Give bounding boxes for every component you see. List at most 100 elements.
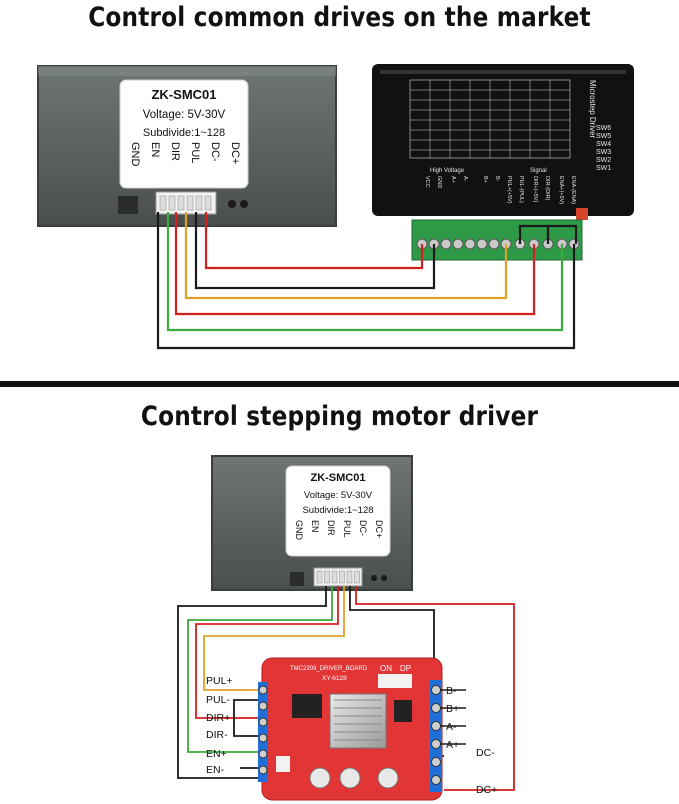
module-name: ZK-SMC01 <box>151 87 216 102</box>
module-voltage-bottom: Voltage: 5V-30V <box>304 490 373 501</box>
signal-label: Signal <box>530 168 547 174</box>
wire-en <box>166 212 564 332</box>
board-left-pin-label: PUL- <box>206 694 230 706</box>
wire-dc-plus-bottom <box>355 586 515 791</box>
left-terminal-screw <box>258 733 268 743</box>
board-right-pin-label: A+ <box>446 739 459 751</box>
dip-switch-label: SW1 <box>596 165 611 172</box>
module-pin-label: PUL <box>189 142 201 163</box>
controller-module-bottom: ZK-SMC01 Voltage: 5V-30V Subdivide:1~128… <box>211 455 413 591</box>
module-label-card <box>119 79 249 189</box>
bottom-title: Control stepping motor driver <box>140 401 539 432</box>
terminal-label: GND <box>436 176 442 188</box>
power-plus-label: DC+ <box>476 784 497 796</box>
module-voltage: Voltage: 5V-30V <box>143 109 226 121</box>
high-voltage-label: High Voltage <box>430 168 465 174</box>
module-subdivide-bottom: Subdivide:1~128 <box>302 505 373 516</box>
board-right-pin-label: A- <box>446 721 457 733</box>
right-terminal-screw <box>431 739 441 749</box>
module-pin-label: EN <box>149 142 161 157</box>
terminal-label: ENA-(ENA) <box>570 176 576 204</box>
wire-dc-minus <box>194 212 436 290</box>
driver-brand: Microstep Driver <box>588 80 597 139</box>
terminal-label: ENA+(+5V) <box>558 176 564 204</box>
module-name-bottom: ZK-SMC01 <box>310 472 365 484</box>
terminal-label: A- <box>462 176 468 182</box>
terminal-label: A+ <box>450 176 456 183</box>
section-divider <box>0 381 679 387</box>
terminal-screw <box>488 238 500 250</box>
right-terminal-screw <box>431 703 441 713</box>
wire-pul <box>184 212 508 300</box>
dip-switch-label: SW5 <box>596 133 611 140</box>
left-terminal-block <box>258 682 268 782</box>
terminal-screw <box>476 238 488 250</box>
left-terminal-screw <box>258 749 268 759</box>
dip-dp-label: DP <box>400 664 411 673</box>
terminal-label: B+ <box>482 176 488 183</box>
module-pin-label-bottom: DC- <box>358 520 368 536</box>
controller-module-top: ZK-SMC01 Voltage: 5V-30V Subdivide:1~128… <box>37 65 337 227</box>
dip-on-label: ON <box>380 664 392 673</box>
board-left-pin-labels: PUL+ PUL- DIR+ DIR- EN+ EN- <box>206 675 233 776</box>
board-model: XY-6128 <box>322 675 347 682</box>
module-pin-label: DC- <box>209 142 221 162</box>
module-pin-label-bottom: PUL <box>342 520 352 538</box>
left-terminal-screw <box>258 717 268 727</box>
module-pin-label-bottom: EN <box>310 520 320 533</box>
left-terminal-screw <box>258 701 268 711</box>
left-terminal-screw <box>258 765 268 775</box>
module-pin-label: GND <box>129 142 141 167</box>
right-terminal-screw <box>431 721 441 731</box>
driver-terminal-block <box>411 219 583 261</box>
module-pin-label-bottom: DC+ <box>374 520 384 538</box>
dip-switch-label: SW4 <box>596 141 611 148</box>
dip-switch <box>378 674 412 688</box>
board-name: TMC2209_DRIVER_BOARD <box>290 666 368 672</box>
board-right-pin-label: B+ <box>446 703 459 715</box>
wire-gnd-bottom <box>177 586 327 779</box>
module-pin-label-bottom: DIR <box>326 520 336 536</box>
module-pin-label: DIR <box>169 142 181 161</box>
wire-dir-bottom <box>195 586 339 719</box>
dip-switch-label: SW3 <box>596 149 611 156</box>
board-left-pin-label: DIR- <box>206 729 228 741</box>
board-left-pin-label: DIR+ <box>206 712 230 724</box>
terminal-label: VCC <box>424 176 430 188</box>
right-terminal-screw <box>431 775 441 785</box>
heatsink <box>329 693 387 749</box>
board-right-pin-labels: B- B+ A- A+ <box>446 685 459 751</box>
wire-en-bottom <box>187 586 333 753</box>
module-pin-labels: GND EN DIR PUL DC- DC+ <box>129 142 241 167</box>
board-right-pin-label: B- <box>446 685 457 697</box>
top-title: Control common drives on the market <box>88 2 591 33</box>
module-pin-labels-bottom: GND EN DIR PUL DC- DC+ <box>294 520 384 541</box>
terminal-label: PUL+(+5V) <box>506 176 512 204</box>
driver-led <box>576 208 588 220</box>
terminal-label: DIR-(DIR) <box>544 176 550 201</box>
terminal-screw <box>452 238 464 250</box>
tmc-driver-board: TMC2209_DRIVER_BOARD XY-6128 ON DP <box>258 657 443 801</box>
module-subdivide: Subdivide:1~128 <box>143 127 225 139</box>
terminal-screw <box>440 238 452 250</box>
module-pin-label: DC+ <box>229 142 241 164</box>
left-terminal-screw <box>258 685 268 695</box>
dip-switch-label: SW6 <box>596 125 611 132</box>
terminal-screw <box>464 238 476 250</box>
top-wiring <box>156 212 578 350</box>
wire-dir <box>174 212 536 316</box>
board-left-pin-label: EN- <box>206 764 225 776</box>
terminal-label: B- <box>494 176 500 182</box>
wire-pul-bottom <box>203 586 345 691</box>
board-left-pin-label: EN+ <box>206 748 227 760</box>
power-minus-label: DC- <box>476 747 495 759</box>
board-left-pin-label: PUL+ <box>206 675 233 687</box>
terminal-label: DIR+(+5V) <box>532 176 538 202</box>
dip-switch-label: SW2 <box>596 157 611 164</box>
wire-gnd <box>156 212 576 350</box>
module-pin-label-bottom: GND <box>294 520 304 541</box>
right-terminal-screw <box>431 685 441 695</box>
